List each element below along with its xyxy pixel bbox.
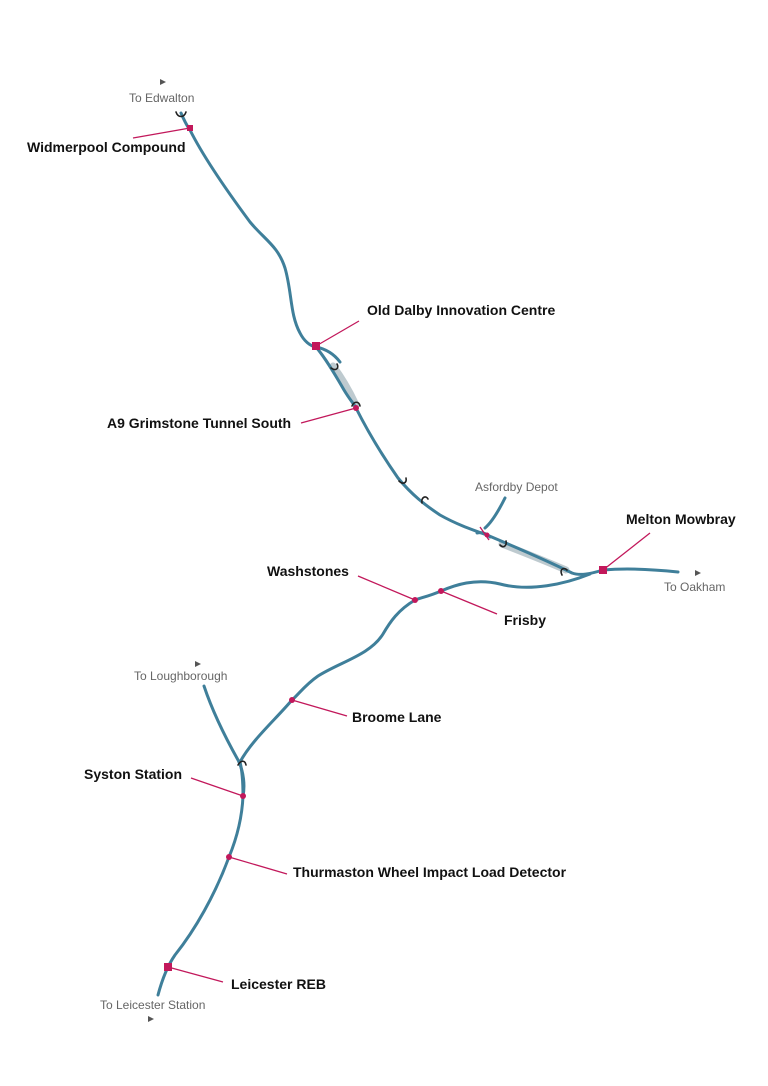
label-broome: Broome Lane: [352, 709, 442, 725]
bridge-icon-melton: [560, 567, 568, 576]
leader-thurmaston: [228, 856, 288, 875]
marker-syston[interactable]: [240, 793, 246, 799]
arrow-leicester-station-icon: [148, 1016, 154, 1022]
leader-melton: [602, 532, 651, 571]
bridge-icon-edwalton: [175, 111, 187, 118]
marker-leicester-reb[interactable]: [164, 963, 172, 971]
leader-asfordby: [479, 526, 490, 541]
marker-frisby[interactable]: [438, 588, 444, 594]
label-to-edwalton: To Edwalton: [129, 91, 194, 105]
label-to-loughborough: To Loughborough: [134, 669, 227, 683]
marker-washstones[interactable]: [412, 597, 418, 603]
track-loughborough-line: [202, 684, 246, 798]
label-syston: Syston Station: [84, 766, 182, 782]
tunnel-grimstone: [329, 362, 360, 409]
track-old-dalby-line: [179, 111, 605, 576]
bridge-icon-grimstone: [351, 401, 361, 407]
track-oakham-line: [601, 567, 680, 574]
label-grimstone: A9 Grimstone Tunnel South: [107, 415, 291, 431]
bridge-icon-mid-2: [421, 496, 429, 504]
leader-widmerpool: [132, 127, 191, 139]
leader-grimstone: [300, 407, 357, 424]
label-leicester-reb: Leicester REB: [231, 976, 326, 992]
bridge-icon-syston-junction: [237, 760, 247, 766]
bridge-icon-mid-1: [398, 477, 407, 484]
marker-broome[interactable]: [289, 697, 295, 703]
marker-melton[interactable]: [599, 566, 607, 574]
leader-leicester-reb: [167, 966, 224, 983]
bridge-icon-asfordby: [499, 540, 507, 548]
arrow-oakham-icon: [695, 570, 701, 576]
track-asfordby-branch: [483, 496, 507, 530]
label-washstones: Washstones: [267, 563, 349, 579]
label-thurmaston: Thurmaston Wheel Impact Load Detector: [293, 864, 567, 880]
label-to-leicester-station: To Leicester Station: [100, 998, 205, 1012]
marker-grimstone[interactable]: [353, 405, 359, 411]
label-melton: Melton Mowbray: [626, 511, 736, 527]
arrow-edwalton-icon: [160, 79, 166, 85]
leader-frisby: [440, 590, 498, 615]
marker-thurmaston[interactable]: [226, 854, 232, 860]
leader-washstones: [357, 575, 416, 601]
leader-old-dalby: [315, 320, 360, 347]
track-syston-junction: [238, 760, 245, 798]
marker-old-dalby[interactable]: [312, 342, 320, 350]
label-asfordby-depot: Asfordby Depot: [475, 480, 558, 494]
marker-asfordby[interactable]: [484, 532, 490, 538]
arrow-loughborough-icon: [195, 661, 201, 667]
marker-widmerpool[interactable]: [187, 125, 193, 131]
label-frisby: Frisby: [504, 612, 546, 628]
label-widmerpool: Widmerpool Compound: [27, 139, 186, 155]
leader-broome: [291, 699, 348, 717]
bridge-icon-dalby-1: [330, 363, 339, 371]
label-old-dalby: Old Dalby Innovation Centre: [367, 302, 555, 318]
leader-syston: [190, 777, 244, 797]
label-to-oakham: To Oakham: [664, 580, 725, 594]
